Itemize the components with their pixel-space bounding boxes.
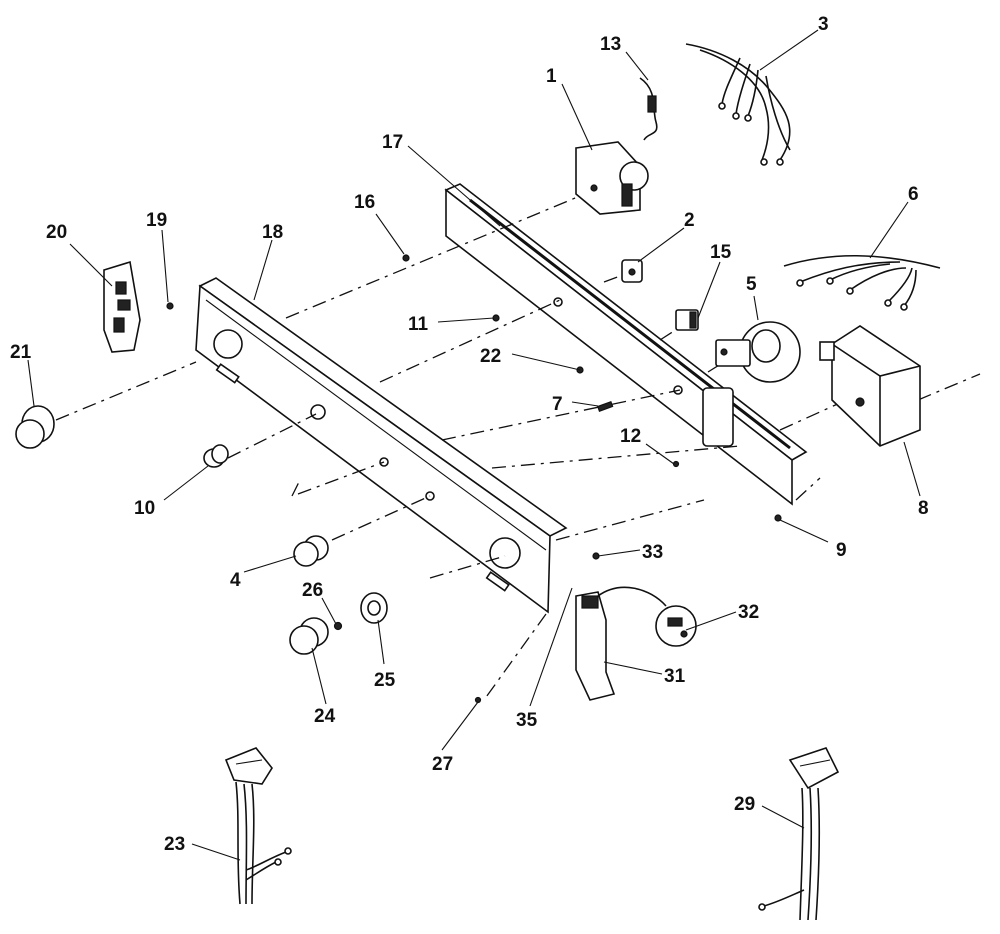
timer-part-1 <box>575 141 649 215</box>
callout-12: 12 <box>620 426 641 447</box>
callout-19: 19 <box>146 210 167 231</box>
lid-switch-part-31 <box>575 586 667 701</box>
callout-26: 26 <box>302 580 323 601</box>
callout-27: 27 <box>432 754 453 775</box>
callout-18: 18 <box>262 222 283 243</box>
callout-29: 29 <box>734 794 755 815</box>
console-panel <box>195 277 568 614</box>
callout-13: 13 <box>600 34 621 55</box>
wire-harness-3 <box>685 43 791 166</box>
button-part-10 <box>203 444 229 468</box>
module-box-8 <box>819 325 921 447</box>
callout-5: 5 <box>746 274 757 295</box>
callout-16: 16 <box>354 192 375 213</box>
callout-3: 3 <box>818 14 829 35</box>
assembly-lines <box>55 195 981 701</box>
callout-22: 22 <box>480 346 501 367</box>
switch-part-2 <box>621 259 643 283</box>
control-panel <box>444 183 808 506</box>
callout-2: 2 <box>684 210 695 231</box>
callout-17: 17 <box>382 132 403 153</box>
wire-harness-23 <box>224 747 292 905</box>
callout-8: 8 <box>918 498 929 519</box>
callout-23: 23 <box>164 834 185 855</box>
bracket-part-20 <box>103 260 141 353</box>
callout-21: 21 <box>10 342 32 363</box>
dial-part-25 <box>360 592 388 624</box>
leader-lines <box>27 29 921 861</box>
callout-10: 10 <box>134 498 155 519</box>
knob-part-21 <box>15 405 55 449</box>
callout-20: 20 <box>46 222 67 243</box>
knob-part-4 <box>293 535 329 567</box>
connector-part-32 <box>655 605 697 647</box>
switch-part-15 <box>675 309 699 331</box>
callout-7: 7 <box>552 394 563 415</box>
callout-4: 4 <box>230 570 241 591</box>
callout-6: 6 <box>908 184 919 205</box>
callout-24: 24 <box>314 706 336 727</box>
callout-25: 25 <box>374 670 396 691</box>
callout-35: 35 <box>516 710 538 731</box>
callout-1: 1 <box>546 66 557 87</box>
callout-33: 33 <box>642 542 663 563</box>
wire-harness-6 <box>783 254 941 311</box>
wire-13 <box>639 77 658 141</box>
callout-labels: 1 2 3 4 5 6 7 8 9 10 11 12 13 15 16 17 1… <box>10 14 929 855</box>
callout-11: 11 <box>408 314 429 335</box>
callout-9: 9 <box>836 540 847 561</box>
knob-part-24 <box>289 617 329 655</box>
callout-15: 15 <box>710 242 732 263</box>
wire-harness-29 <box>758 747 840 921</box>
buzzer-part-5 <box>715 321 801 383</box>
callout-31: 31 <box>664 666 686 687</box>
callout-32: 32 <box>738 602 759 623</box>
